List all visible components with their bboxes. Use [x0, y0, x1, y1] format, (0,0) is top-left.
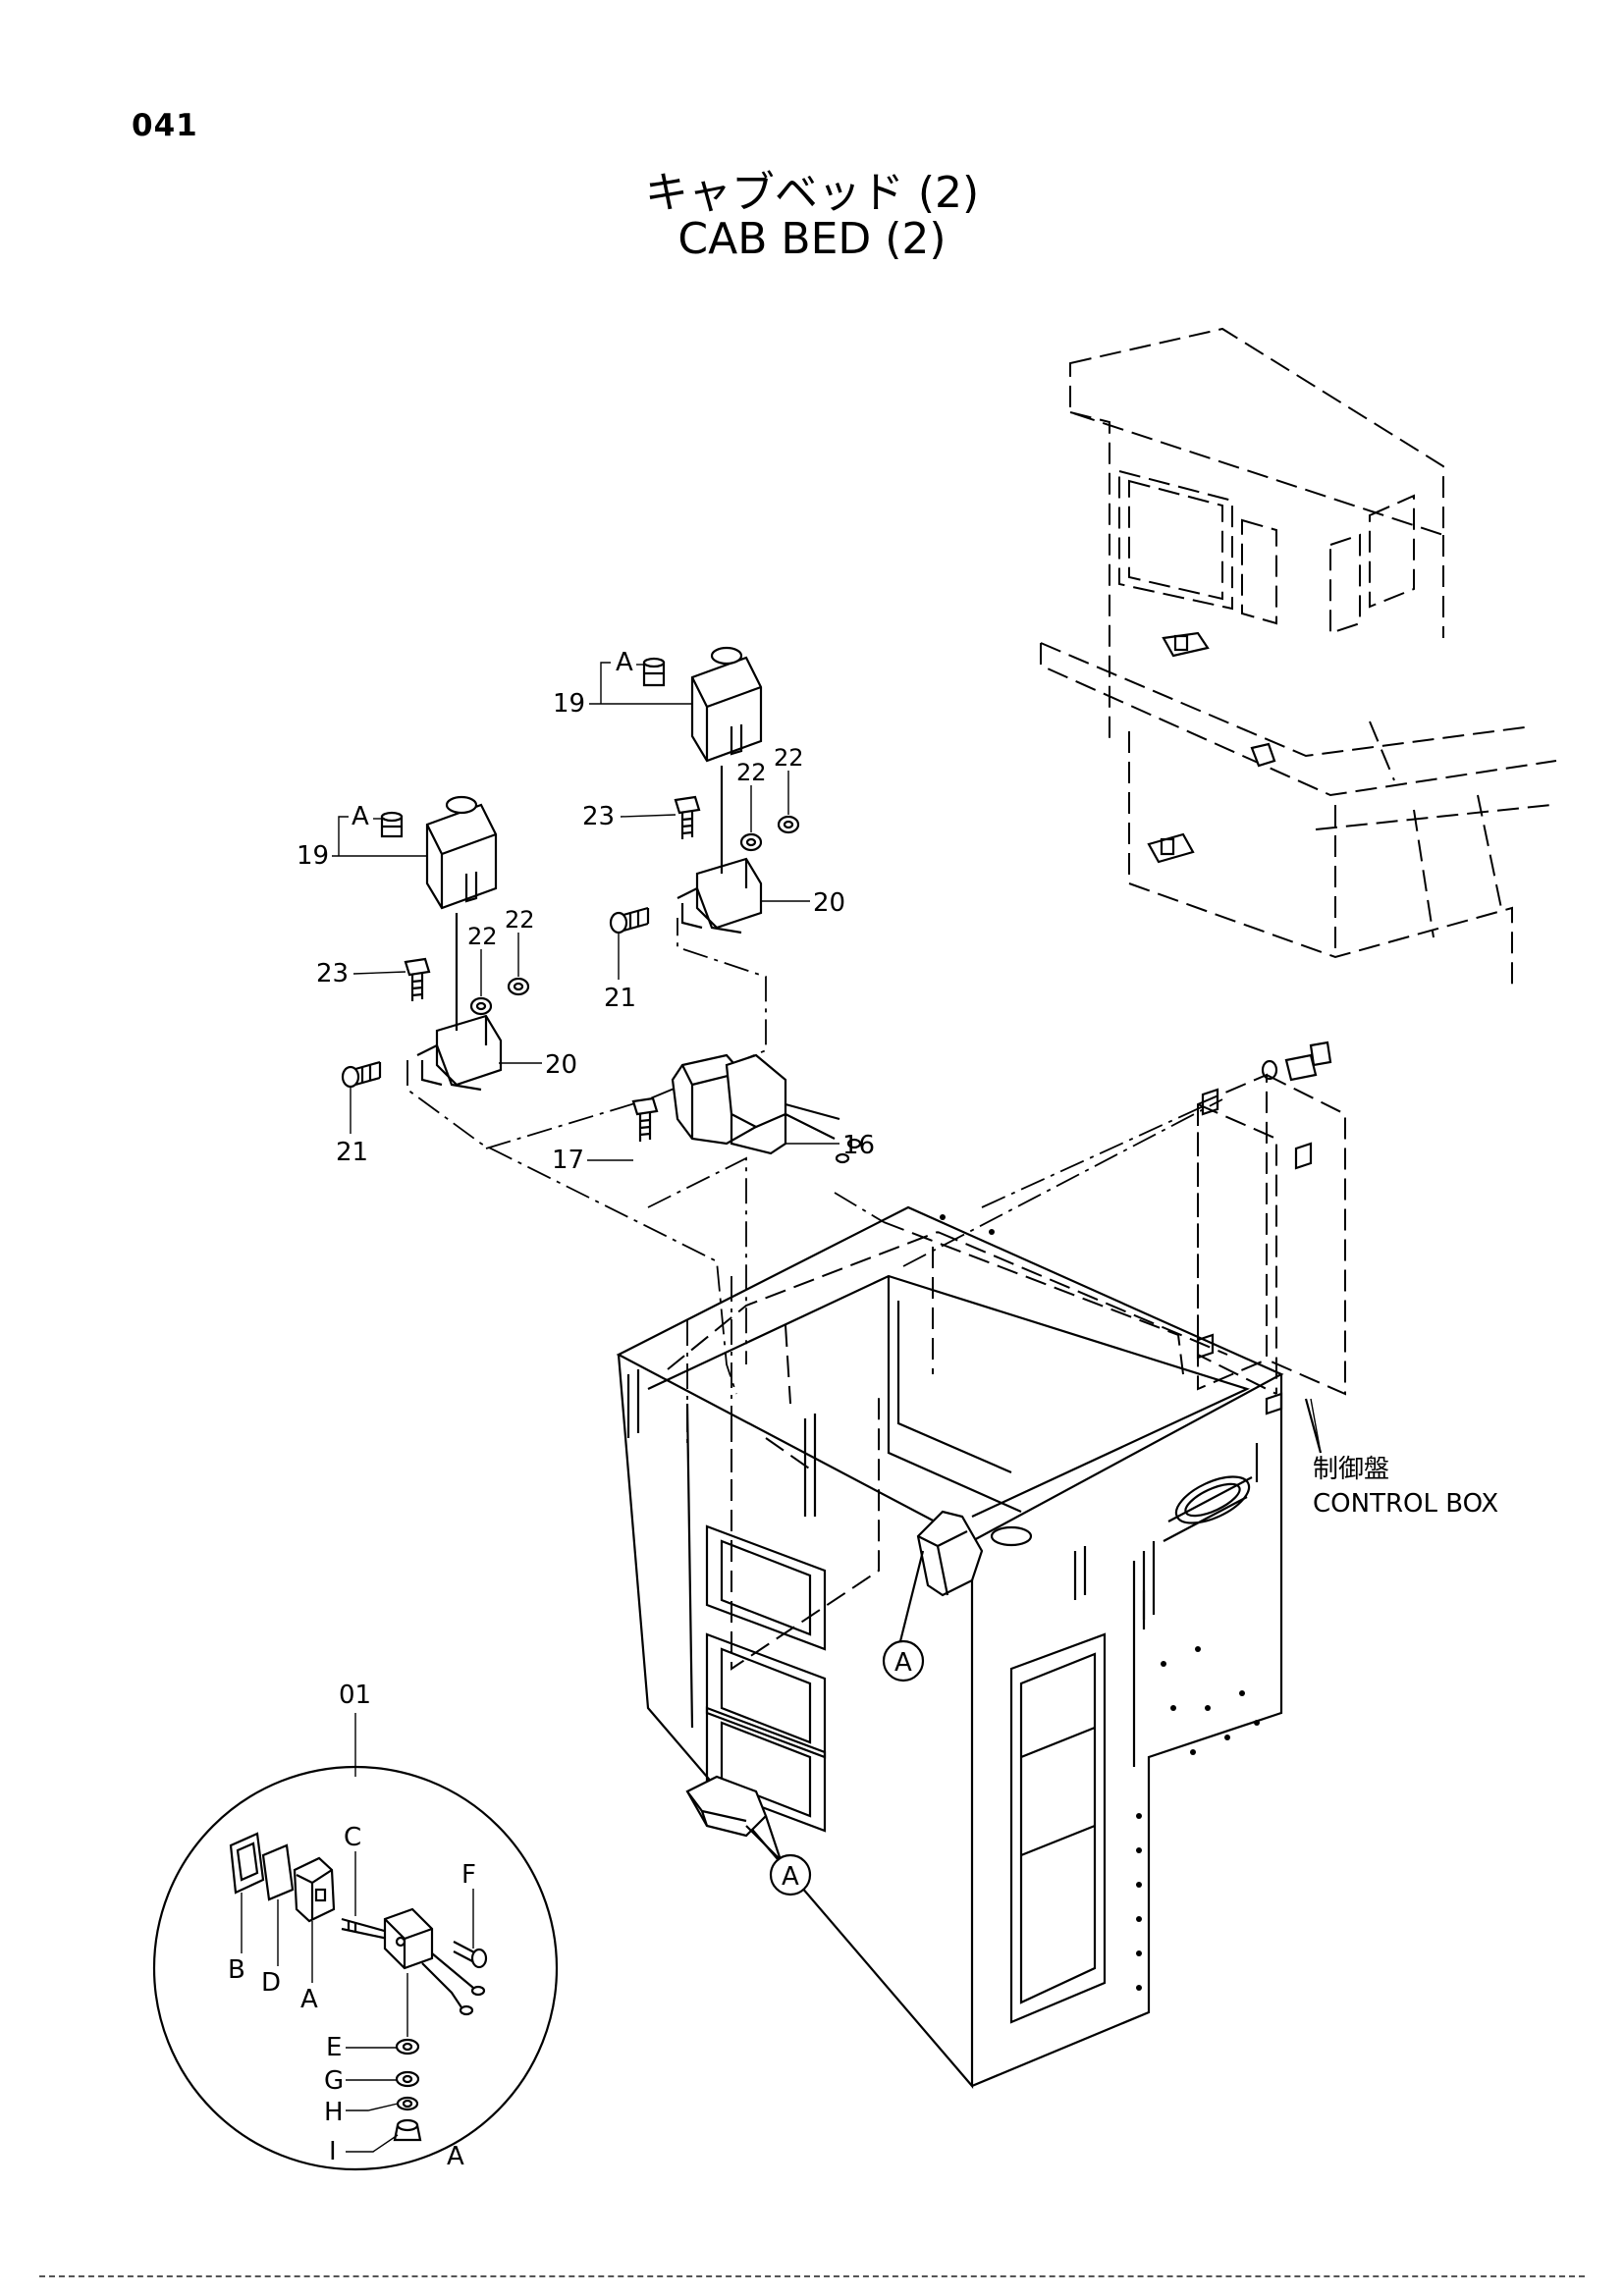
detail-letter-i: I — [329, 2137, 337, 2166]
svg-text:21: 21 — [604, 984, 636, 1013]
nut-part-22-c — [469, 996, 493, 1016]
grip-part-16 — [671, 1053, 862, 1164]
callout-21-upper: 21 — [604, 933, 636, 1013]
grommet-a-upper — [642, 657, 666, 687]
svg-text:22: 22 — [736, 759, 767, 786]
switch-part-20-upper — [677, 766, 763, 934]
svg-text:A: A — [894, 1648, 912, 1678]
svg-text:22: 22 — [467, 923, 498, 950]
base-frame — [616, 1205, 1284, 2089]
cover-part-19-lower — [425, 795, 498, 910]
svg-text:21: 21 — [336, 1138, 368, 1167]
cab-bracket-2 — [1250, 742, 1276, 768]
svg-text:16: 16 — [842, 1131, 875, 1160]
callout-22-a: 22 — [736, 759, 767, 832]
svg-text:19: 19 — [553, 689, 585, 719]
nut-part-22-b — [777, 815, 800, 834]
callout-17: 17 — [552, 1146, 633, 1175]
svg-text:22: 22 — [774, 744, 804, 772]
control-box-label-ja: 制御盤 — [1313, 1455, 1389, 1484]
detail-letter-b: B — [228, 1955, 245, 1985]
svg-text:A: A — [352, 802, 369, 831]
bolt-part-21-upper — [609, 906, 650, 934]
title-english: CAB BED (2) — [677, 214, 947, 264]
bolt-part-21-lower — [341, 1060, 382, 1089]
switch-part-20-lower — [416, 913, 503, 1092]
detail-letter-e: E — [326, 2033, 342, 2062]
callout-21-lower: 21 — [336, 1087, 368, 1167]
detail-letter-c: C — [344, 1823, 361, 1852]
callout-19-upper: 19 A — [553, 648, 692, 719]
page-number: 041 — [132, 108, 198, 143]
circled-a-front: A — [769, 1853, 812, 1896]
control-box-leader — [1310, 1398, 1322, 1454]
callout-23-upper: 23 — [582, 802, 677, 831]
grommet-a-lower — [380, 811, 404, 838]
callout-22-c: 22 — [467, 923, 498, 996]
callout-20-upper: 20 — [761, 888, 845, 918]
bolt-holes — [940, 1214, 1260, 1991]
svg-text:22: 22 — [505, 906, 535, 934]
cover-part-19-upper — [690, 646, 763, 763]
callout-22-b: 22 — [774, 744, 804, 815]
circled-a-right: A — [882, 1639, 925, 1682]
detail-letter-g: G — [324, 2066, 344, 2096]
cab-bracket-3 — [1147, 832, 1195, 864]
nut-part-22-d — [507, 977, 530, 996]
cab-bracket-1 — [1162, 631, 1210, 658]
svg-text:20: 20 — [545, 1050, 577, 1080]
detail-letter-d: D — [261, 1968, 281, 1998]
callout-19-lower: 19 A — [297, 802, 427, 871]
nut-part-22-a — [739, 832, 763, 852]
callout-22-d: 22 — [505, 906, 535, 977]
detail-letter-a: A — [300, 1985, 318, 2014]
bolt-part-23-upper — [674, 795, 701, 839]
detail-letter-a-bottom: A — [447, 2142, 464, 2171]
svg-text:23: 23 — [582, 802, 615, 831]
callout-16: 16 — [785, 1131, 875, 1160]
svg-text:A: A — [782, 1862, 799, 1892]
control-box-label-en: CONTROL BOX — [1313, 1489, 1498, 1519]
svg-text:23: 23 — [316, 959, 349, 988]
bottom-rule — [39, 2275, 1585, 2277]
svg-text:19: 19 — [297, 841, 329, 871]
switch-a-right — [896, 1510, 984, 1650]
svg-text:A: A — [616, 648, 633, 677]
leader-lines — [406, 918, 1223, 1472]
title-japanese: キャブベッド (2) — [644, 168, 980, 218]
control-box-outline — [1196, 1073, 1346, 1454]
callout-23-lower: 23 — [316, 959, 406, 988]
switch-a-front — [685, 1775, 783, 1861]
callout-20-lower: 20 — [499, 1050, 577, 1080]
control-box-screw — [1261, 1041, 1332, 1082]
inner-frame-hidden — [731, 1221, 1184, 1671]
svg-text:17: 17 — [552, 1146, 584, 1175]
detail-number: 01 — [339, 1681, 371, 1710]
detail-letter-h: H — [324, 2098, 344, 2127]
detail-01: 01 B — [152, 1681, 559, 2171]
bolt-part-17 — [631, 1096, 659, 1142]
detail-letter-f: F — [461, 1860, 476, 1890]
bolt-part-23-lower — [404, 957, 431, 1001]
cab-outline — [1040, 327, 1557, 987]
svg-text:20: 20 — [813, 888, 845, 918]
front-panels — [705, 1524, 827, 1833]
